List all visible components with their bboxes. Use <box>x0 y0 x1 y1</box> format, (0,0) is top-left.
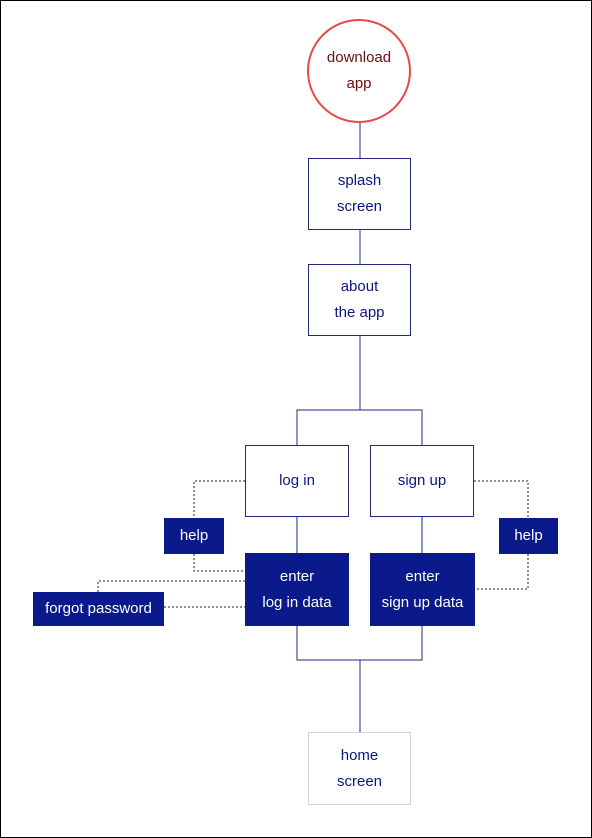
dotted-enter-forgot <box>97 580 245 592</box>
dotted-signup-help <box>474 480 529 518</box>
download-app-node: download app <box>307 19 411 123</box>
sign-up-node: sign up <box>370 445 474 517</box>
log-in-node: log in <box>245 445 349 517</box>
help-right-node: help <box>499 518 558 554</box>
about-the-app-node: about the app <box>308 264 411 336</box>
enter-log-in-data-node: enter log in data <box>245 553 349 626</box>
forgot-password-node: forgot password <box>33 592 164 626</box>
enter-sign-up-data-node: enter sign up data <box>370 553 475 626</box>
connector-merge <box>296 625 423 661</box>
dotted-help-enter-signup <box>475 554 529 590</box>
splash-screen-node: splash screen <box>308 158 411 230</box>
connector-split-branches <box>296 409 423 445</box>
home-screen-node: home screen <box>308 732 411 805</box>
dotted-help-enter-login <box>193 554 245 572</box>
help-left-node: help <box>164 518 224 554</box>
dotted-login-help <box>193 480 245 518</box>
